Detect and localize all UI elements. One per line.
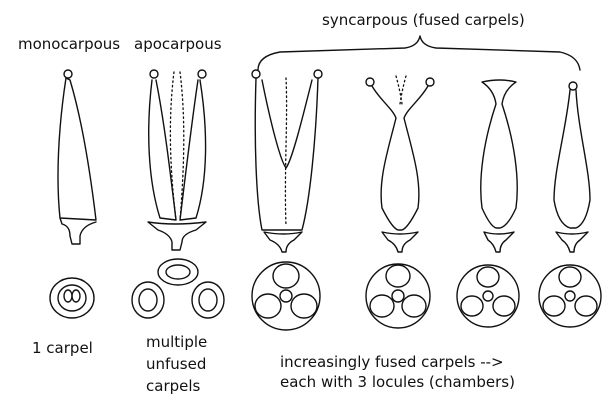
label-increasingly-fused: increasingly fused carpels --> bbox=[280, 353, 504, 371]
label-unfused: unfused bbox=[146, 355, 207, 373]
label-apocarpous: apocarpous bbox=[134, 35, 222, 53]
label-multiple: multiple bbox=[146, 333, 208, 351]
cross-section-syncarpous-2 bbox=[365, 263, 431, 329]
label-monocarpous: monocarpous bbox=[18, 35, 121, 53]
label-each-with-locules: each with 3 locules (chambers) bbox=[280, 373, 515, 391]
syncarpous-carpel-1 bbox=[251, 69, 323, 253]
label-syncarpous: syncarpous (fused carpels) bbox=[322, 11, 525, 29]
syncarpous-carpel-4 bbox=[553, 81, 591, 253]
cross-section-monocarpous bbox=[49, 277, 95, 319]
cross-section-syncarpous-1 bbox=[251, 261, 321, 331]
syncarpous-brace bbox=[257, 35, 581, 71]
label-one-carpel: 1 carpel bbox=[32, 339, 93, 357]
cross-section-syncarpous-3 bbox=[456, 264, 520, 328]
apocarpous-carpels bbox=[147, 69, 207, 251]
syncarpous-carpel-2 bbox=[365, 75, 435, 253]
monocarpous-carpel bbox=[57, 69, 97, 245]
cross-section-syncarpous-4 bbox=[538, 264, 602, 328]
syncarpous-carpel-3 bbox=[480, 79, 518, 253]
cross-section-apocarpous bbox=[131, 258, 225, 319]
label-carpels: carpels bbox=[146, 377, 201, 395]
